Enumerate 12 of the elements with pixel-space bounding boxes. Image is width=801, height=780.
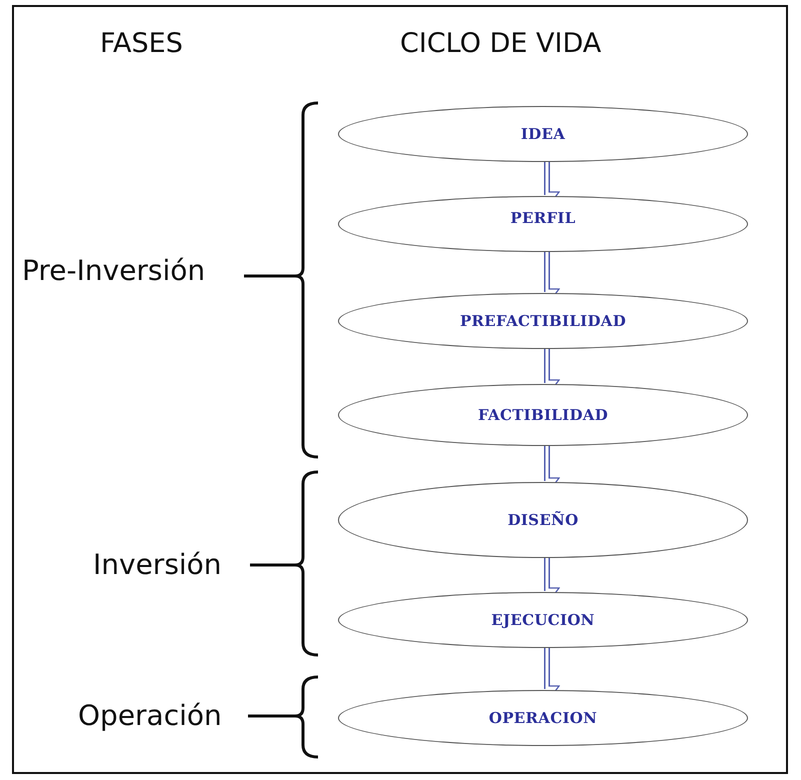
stage-label: FACTIBILIDAD [478,406,608,424]
stage-label: OPERACION [488,709,598,727]
stage-label: IDEA [520,125,566,143]
column-heading: FASES [100,28,183,59]
stage-label: PREFACTIBILIDAD [460,312,626,330]
column-heading: CICLO DE VIDA [400,28,602,59]
phase-label: Operación [78,699,222,732]
stage-label: EJECUCION [491,611,595,629]
stage-label: PERFIL [510,209,576,227]
stage-label: DISEÑO [508,511,578,529]
phase-label: Inversión [93,548,222,581]
phase-label: Pre-Inversión [22,254,206,287]
